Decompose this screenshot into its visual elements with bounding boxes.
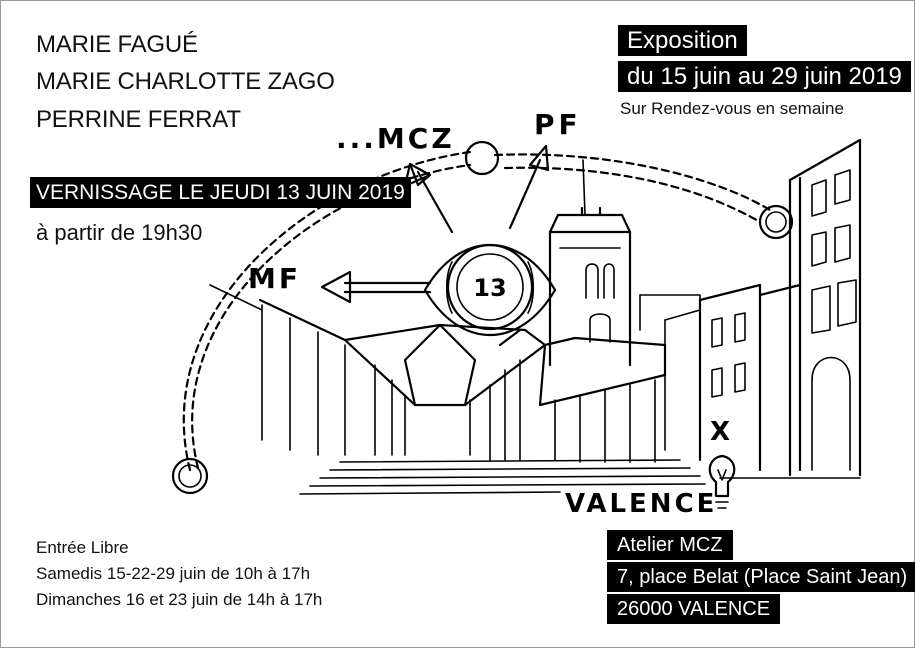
arrow-icon-pf <box>508 144 550 230</box>
venue-address: 7, place Belat (Place Saint Jean) <box>607 562 915 592</box>
right-buildings <box>639 138 862 477</box>
arc-node-right <box>758 204 794 240</box>
label-mf: MF <box>248 262 301 295</box>
label-mcz: ...MCZ <box>336 122 455 155</box>
exhibition-title: Exposition <box>618 25 747 56</box>
label-valence: VALENCE <box>565 489 717 519</box>
x-mark: X <box>710 417 730 447</box>
arc-node-left <box>171 457 209 495</box>
schedule-line: Samedis 15-22-29 juin de 10h à 17h <box>36 564 311 583</box>
lightbulb-icon <box>708 454 736 509</box>
market-canopies <box>209 284 667 463</box>
dashed-arc <box>182 150 472 472</box>
venue-city: 26000 VALENCE <box>607 594 781 624</box>
arrow-icon-mf <box>320 270 432 304</box>
arc-node-top <box>464 140 500 176</box>
label-pf: PF <box>534 108 582 141</box>
venue-name: Atelier MCZ <box>607 530 733 560</box>
artist-name: MARIE CHARLOTTE ZAGO <box>36 68 335 95</box>
vernissage-time: à partir de 19h30 <box>36 220 203 245</box>
artist-name: MARIE FAGUÉ <box>36 31 198 58</box>
arrow-icon-mcz <box>403 162 454 234</box>
schedule-line: Entrée Libre <box>36 538 129 557</box>
exhibition-note: Sur Rendez-vous en semaine <box>620 99 844 118</box>
vernissage-title: VERNISSAGE LE JEUDI 13 JUIN 2019 <box>30 177 411 208</box>
schedule-line: Dimanches 16 et 23 juin de 14h à 17h <box>36 590 323 609</box>
steps <box>299 459 861 495</box>
eye-number: 13 <box>473 274 506 302</box>
exhibition-dates: du 15 juin au 29 juin 2019 <box>618 61 911 92</box>
artist-name: PERRINE FERRAT <box>36 106 241 133</box>
